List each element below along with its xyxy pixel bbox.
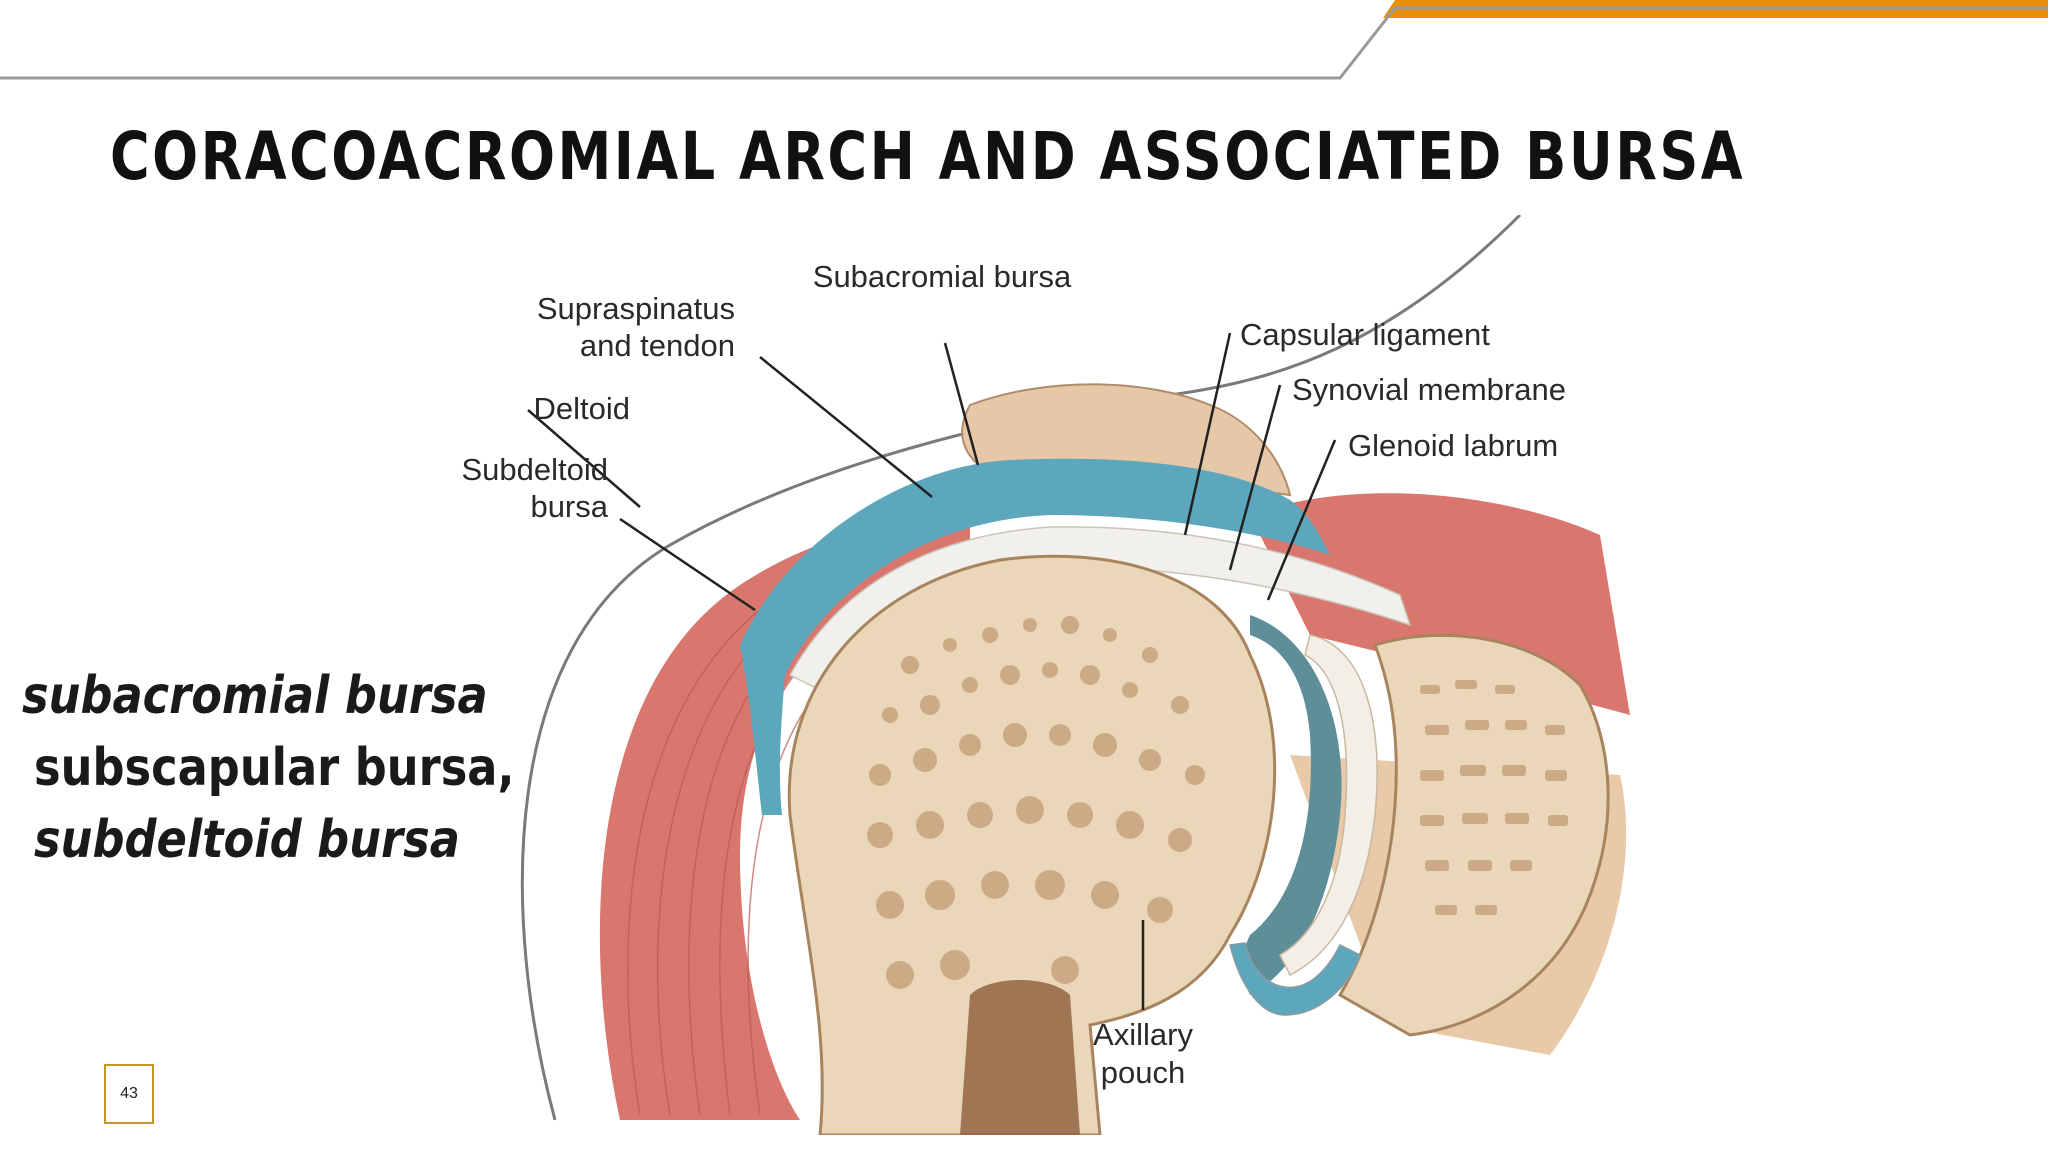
label-subacromial-bursa: Subacromial bursa	[813, 259, 1072, 294]
label-capsular-ligament: Capsular ligament	[1240, 317, 1490, 352]
axillary-pouch	[1229, 942, 1361, 1016]
scapula-bone-texture	[1420, 680, 1568, 915]
skin-outline	[520, 215, 1522, 1121]
bursa-list-item-3: subdeltoid bursa	[34, 810, 460, 870]
label-deltoid: Deltoid	[534, 391, 631, 426]
bursa-list: subacromial bursa subscapular bursa, sub…	[22, 660, 595, 876]
deltoid-muscle	[599, 521, 970, 1120]
subacromial-subdeltoid-bursa	[740, 458, 1330, 815]
header-rule	[0, 6, 2048, 80]
header-decoration	[0, 0, 2048, 80]
label-subdeltoid-line1: Subdeltoid	[461, 452, 608, 487]
leader-lines	[527, 332, 1337, 1010]
slide-title: CORACOACROMIAL ARCH AND ASSOCIATED BURSA	[110, 118, 1746, 195]
label-supraspinatus-line1: Supraspinatus	[537, 291, 735, 326]
glenoid-bone	[1337, 633, 1610, 1037]
label-subdeltoid-line2: bursa	[530, 489, 608, 524]
label-supraspinatus-line2: and tendon	[580, 328, 735, 363]
bursa-list-item-1: subacromial bursa	[22, 666, 488, 726]
bursa-list-item-2: subscapular bursa,	[34, 738, 515, 798]
page-number: 43	[104, 1064, 154, 1124]
label-axillary-line2: pouch	[1101, 1055, 1185, 1090]
label-glenoid-labrum: Glenoid labrum	[1348, 428, 1558, 463]
shoulder-joint-illustration: Subacromial bursa Supraspinatus and tend…	[461, 215, 1630, 1135]
medullary-cavity	[960, 980, 1080, 1135]
spongy-bone-texture	[867, 616, 1205, 989]
label-synovial-membrane: Synovial membrane	[1292, 372, 1566, 407]
joint-cavity	[1242, 615, 1342, 995]
label-axillary-line1: Axillary	[1093, 1017, 1193, 1052]
humeral-head	[787, 554, 1277, 1135]
glenoid-cartilage	[1279, 634, 1378, 977]
